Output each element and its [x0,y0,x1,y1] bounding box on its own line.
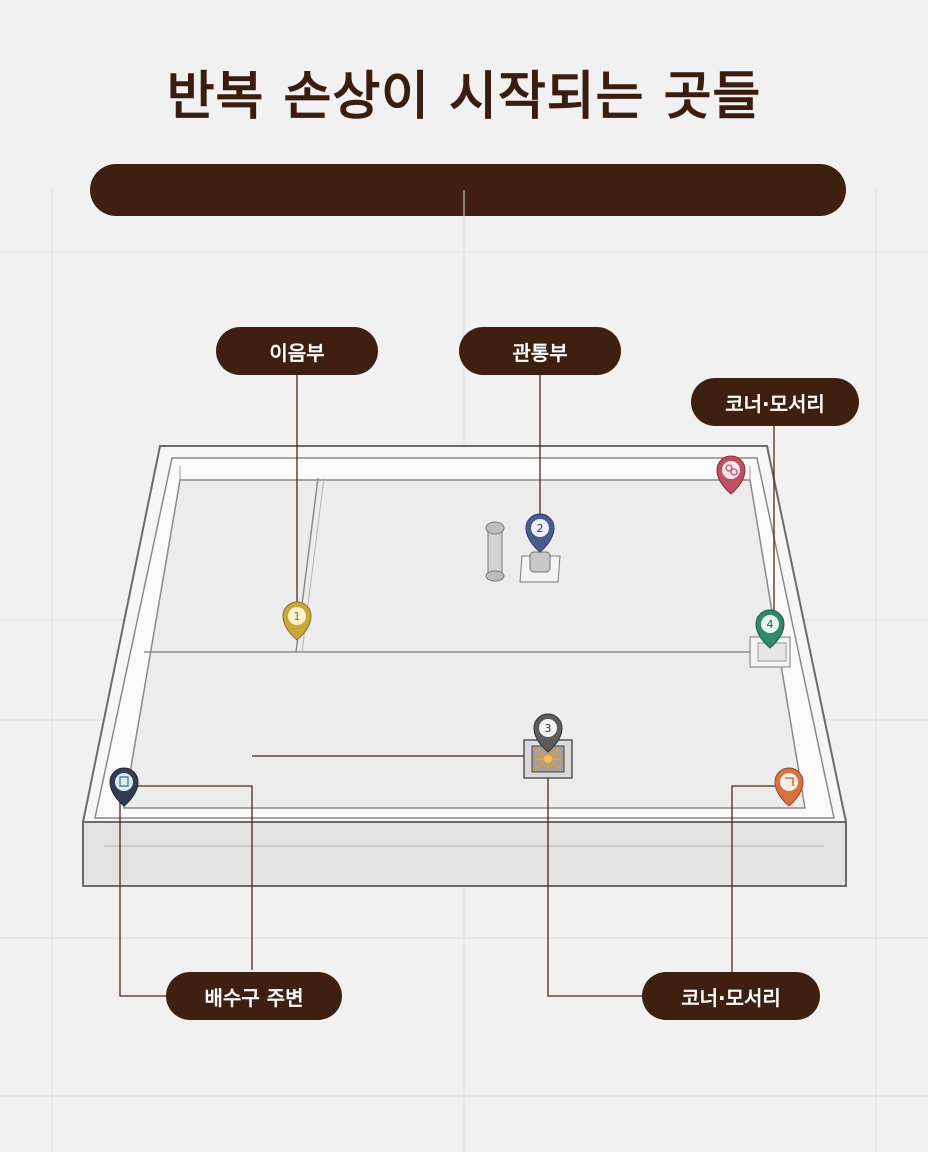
label-penetration: 관통부 [459,327,621,375]
marker-corner-top-right-pin[interactable] [716,455,746,495]
marker-3-pin[interactable]: 3 [533,713,563,753]
marker-4-pin[interactable]: 4 [755,609,785,649]
marker-2-pin[interactable]: 2 [525,513,555,553]
leader-lines [119,372,776,997]
marker-2-number: 2 [537,522,544,535]
vent-pipe [485,521,505,582]
label-corner-bottom: 코너·모서리 [642,972,820,1020]
marker-drain-left-pin[interactable] [109,767,139,807]
label-joint: 이음부 [216,327,378,375]
marker-1-pin[interactable]: 1 [282,601,312,641]
page-title: 반복 손상이 시작되는 곳들 [166,67,762,127]
marker-1-number: 1 [294,610,301,623]
pipe-flange [519,551,561,583]
label-drain: 배수구 주변 [166,972,342,1020]
marker-4-number: 4 [767,618,774,631]
roof-slab [81,445,848,887]
title-banner [90,164,846,216]
marker-3-number: 3 [545,722,552,735]
marker-corner-bottom-right-pin[interactable] [774,767,804,807]
label-corner-top: 코너·모서리 [691,378,859,426]
